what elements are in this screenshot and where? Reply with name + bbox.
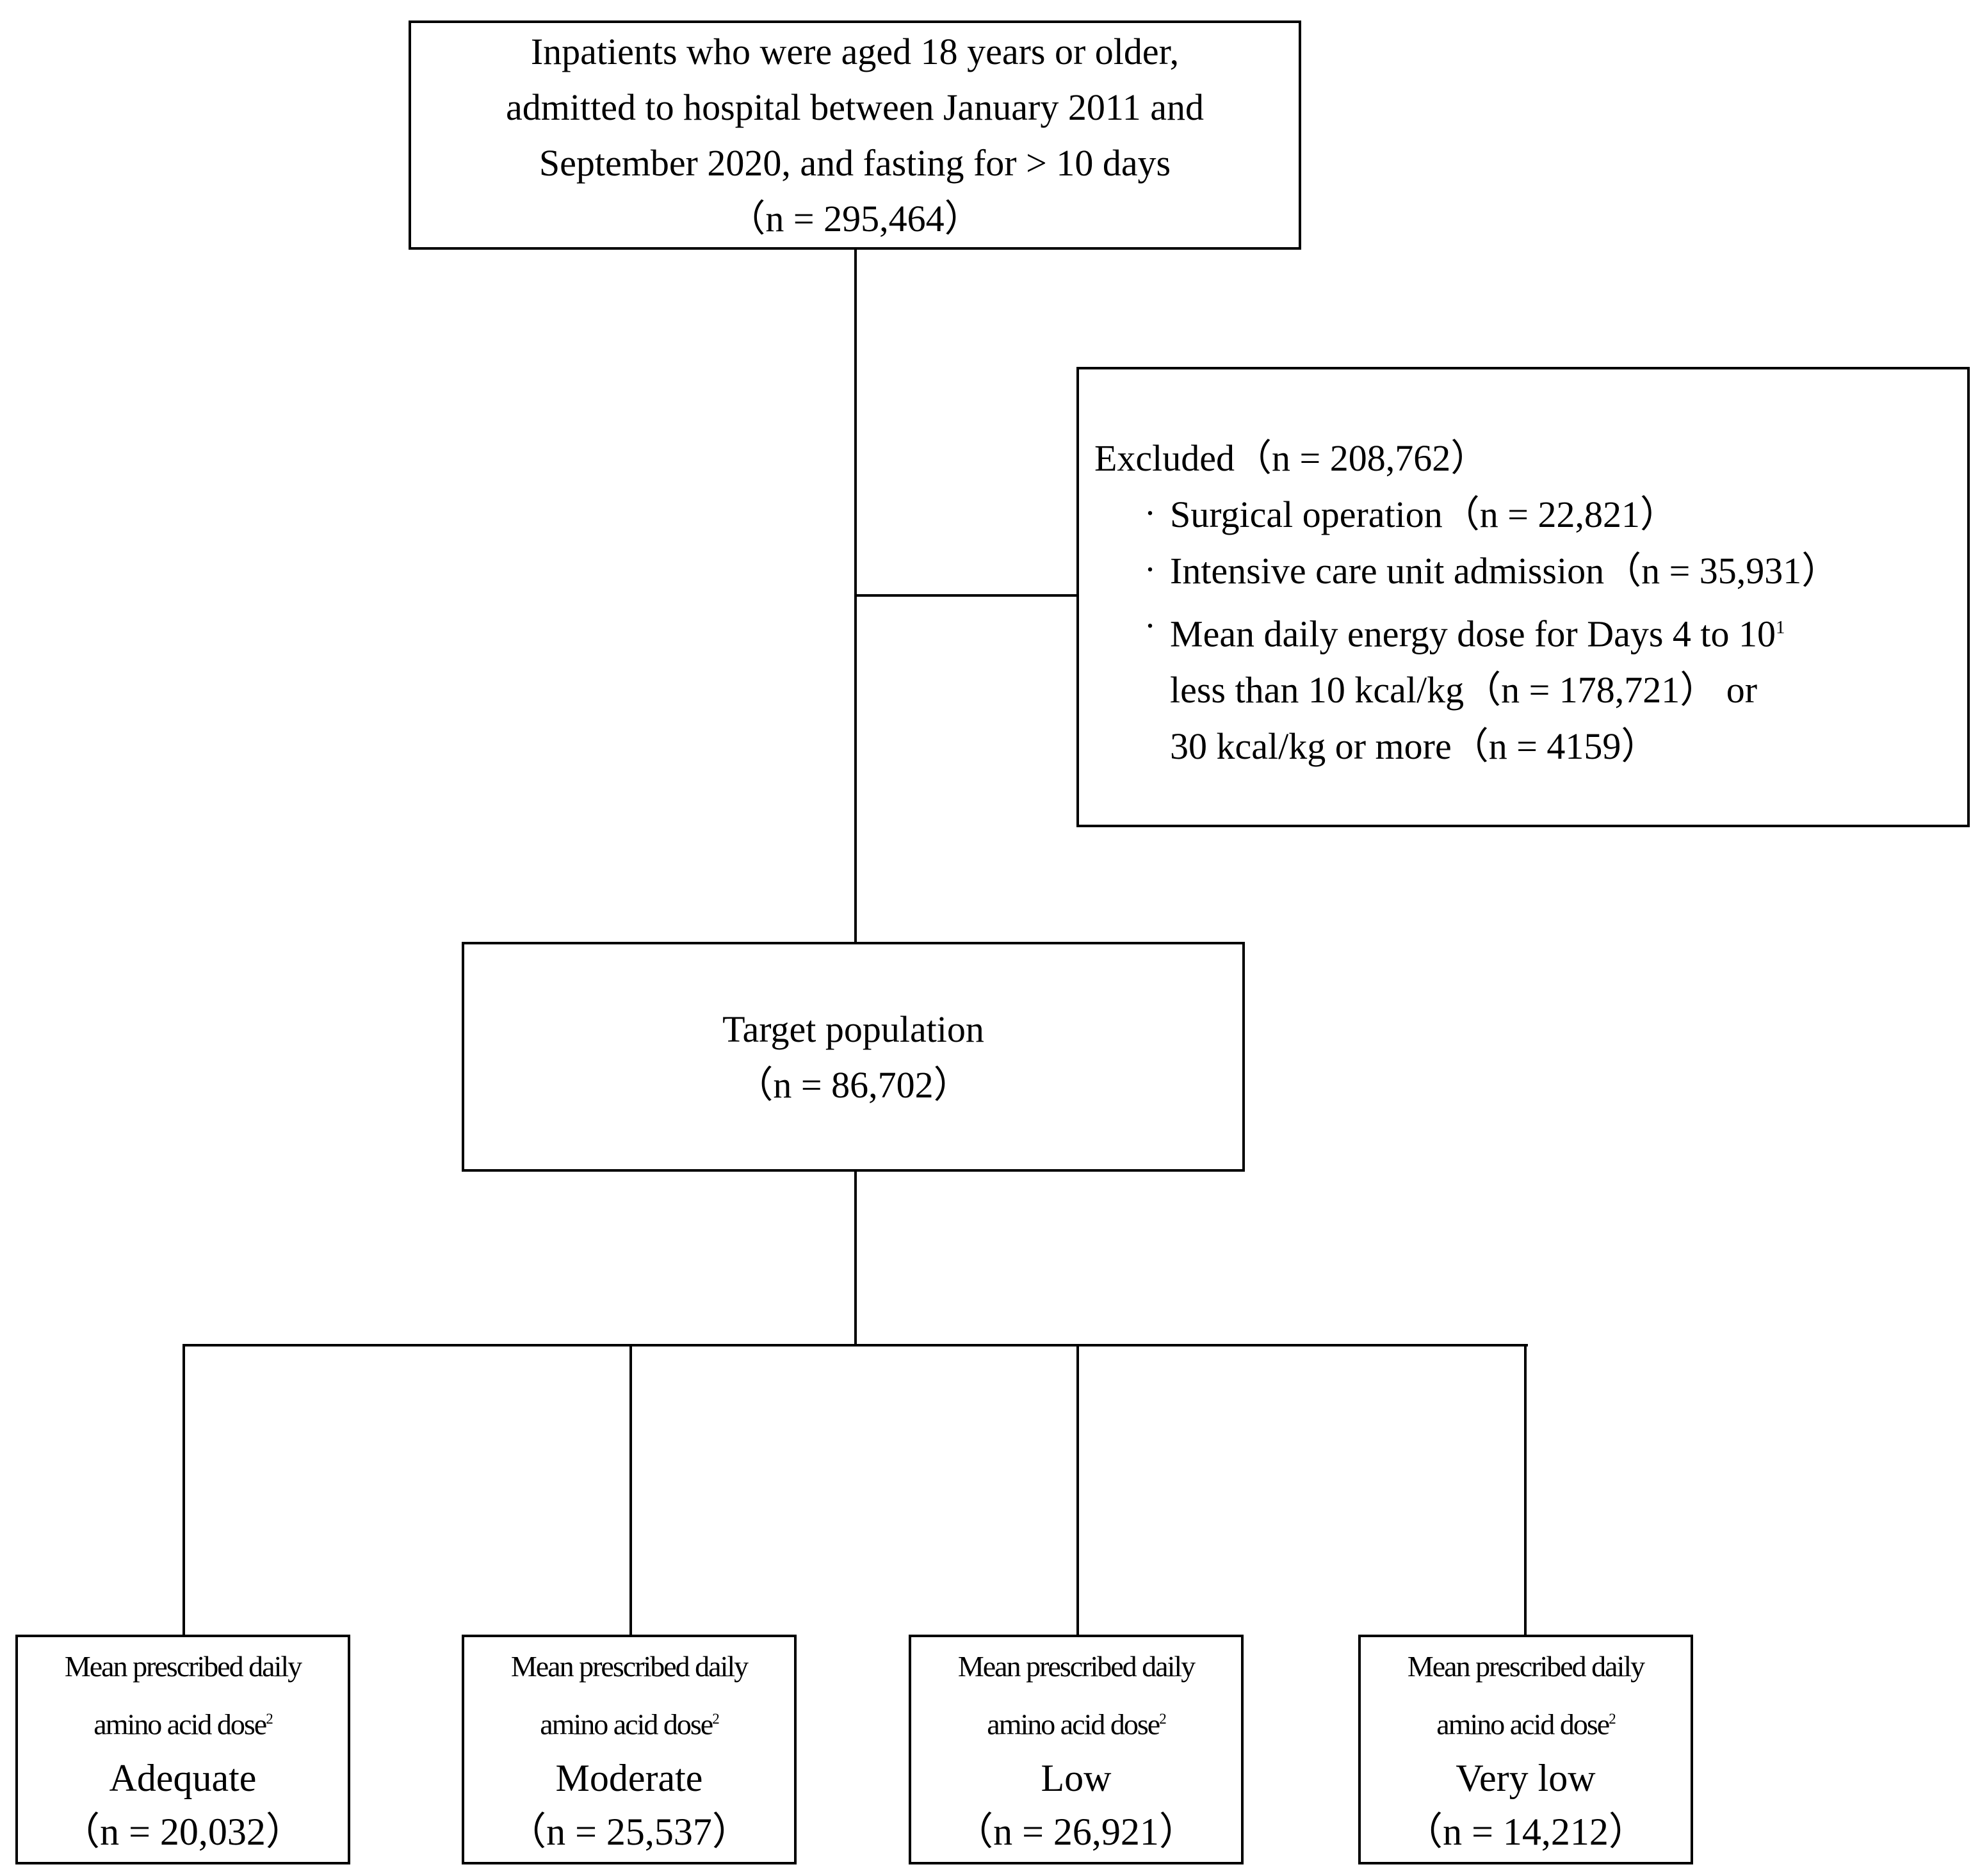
group-line-2: amino acid dose2 xyxy=(540,1693,719,1751)
footnote-marker: 2 xyxy=(1159,1711,1166,1727)
group-line-2-text: amino acid dose xyxy=(93,1708,267,1741)
group-line-1: Mean prescribed daily xyxy=(510,1650,749,1683)
inclusion-count: （n = 295,464） xyxy=(728,198,982,239)
group-count: （n = 20,032） xyxy=(61,1810,304,1853)
group-category: Adequate xyxy=(109,1756,257,1799)
group-line-2-text: amino acid dose xyxy=(987,1708,1160,1741)
excluded-item-text: Mean daily energy dose for Days 4 to 10 xyxy=(1170,613,1776,655)
bullet-icon: ・ xyxy=(1140,617,1160,638)
group-category: Moderate xyxy=(555,1756,703,1799)
connector-group-very-low xyxy=(1524,1345,1527,1635)
connector-group-moderate xyxy=(629,1345,632,1635)
group-box-low: Mean prescribed daily amino acid dose2 L… xyxy=(909,1635,1244,1864)
group-line-2: amino acid dose2 xyxy=(1436,1693,1616,1751)
excluded-item: ・ Surgical operation（n = 22,821） xyxy=(1094,487,1967,543)
group-box-adequate: Mean prescribed daily amino acid dose2 A… xyxy=(15,1635,350,1864)
footnote-marker: 1 xyxy=(1776,617,1785,638)
inclusion-box: Inpatients who were aged 18 years or old… xyxy=(409,20,1301,250)
group-box-moderate: Mean prescribed daily amino acid dose2 M… xyxy=(462,1635,797,1864)
excluded-box: Excluded（n = 208,762） ・ Surgical operatio… xyxy=(1076,367,1970,827)
footnote-marker: 2 xyxy=(712,1711,719,1727)
footnote-marker: 2 xyxy=(1609,1711,1616,1727)
group-count: （n = 14,212） xyxy=(1404,1810,1647,1853)
excluded-item-continuation: less than 10 kcal/kg（n = 178,721） or xyxy=(1170,669,1758,711)
bullet-icon: ・ xyxy=(1140,560,1160,581)
group-count: （n = 26,921） xyxy=(955,1810,1197,1853)
group-category: Very low xyxy=(1456,1756,1596,1799)
group-line-1: Mean prescribed daily xyxy=(64,1650,302,1683)
footnote-marker: 2 xyxy=(266,1711,273,1727)
excluded-item-text: Surgical operation（n = 22,821） xyxy=(1170,494,1677,535)
connector-group-low xyxy=(1076,1345,1079,1635)
group-line-1: Mean prescribed daily xyxy=(1407,1650,1645,1683)
connector-group-adequate xyxy=(183,1345,185,1635)
excluded-item: ・ Intensive care unit admission（n = 35,93… xyxy=(1094,543,1967,599)
bullet-icon: ・ xyxy=(1140,504,1160,525)
excluded-item-continuation: 30 kcal/kg or more（n = 4159） xyxy=(1170,725,1659,768)
excluded-title: Excluded（n = 208,762） xyxy=(1094,437,1488,479)
group-line-2-text: amino acid dose xyxy=(540,1708,713,1741)
target-count: （n = 86,702） xyxy=(736,1063,971,1106)
connector-target-down xyxy=(854,1172,857,1345)
inclusion-line-1: Inpatients who were aged 18 years or old… xyxy=(530,31,1180,72)
inclusion-line-3: September 2020, and fasting for > 10 day… xyxy=(539,142,1171,184)
target-population-box: Target population （n = 86,702） xyxy=(462,942,1245,1172)
connector-to-excluded xyxy=(856,594,1076,597)
group-line-1: Mean prescribed daily xyxy=(957,1650,1196,1683)
group-line-2-text: amino acid dose xyxy=(1436,1708,1610,1741)
group-count: （n = 25,537） xyxy=(508,1810,751,1853)
group-line-2: amino acid dose2 xyxy=(987,1693,1166,1751)
group-line-2: amino acid dose2 xyxy=(93,1693,273,1751)
group-box-very-low: Mean prescribed daily amino acid dose2 V… xyxy=(1358,1635,1693,1864)
target-title: Target population xyxy=(722,1008,984,1050)
inclusion-line-2: admitted to hospital between January 201… xyxy=(506,86,1204,128)
excluded-item: ・ Mean daily energy dose for Days 4 to 10… xyxy=(1094,599,1967,662)
excluded-item-text: Intensive care unit admission（n = 35,931… xyxy=(1170,550,1839,592)
connector-horizontal-groups xyxy=(183,1344,1528,1346)
group-category: Low xyxy=(1041,1756,1112,1799)
